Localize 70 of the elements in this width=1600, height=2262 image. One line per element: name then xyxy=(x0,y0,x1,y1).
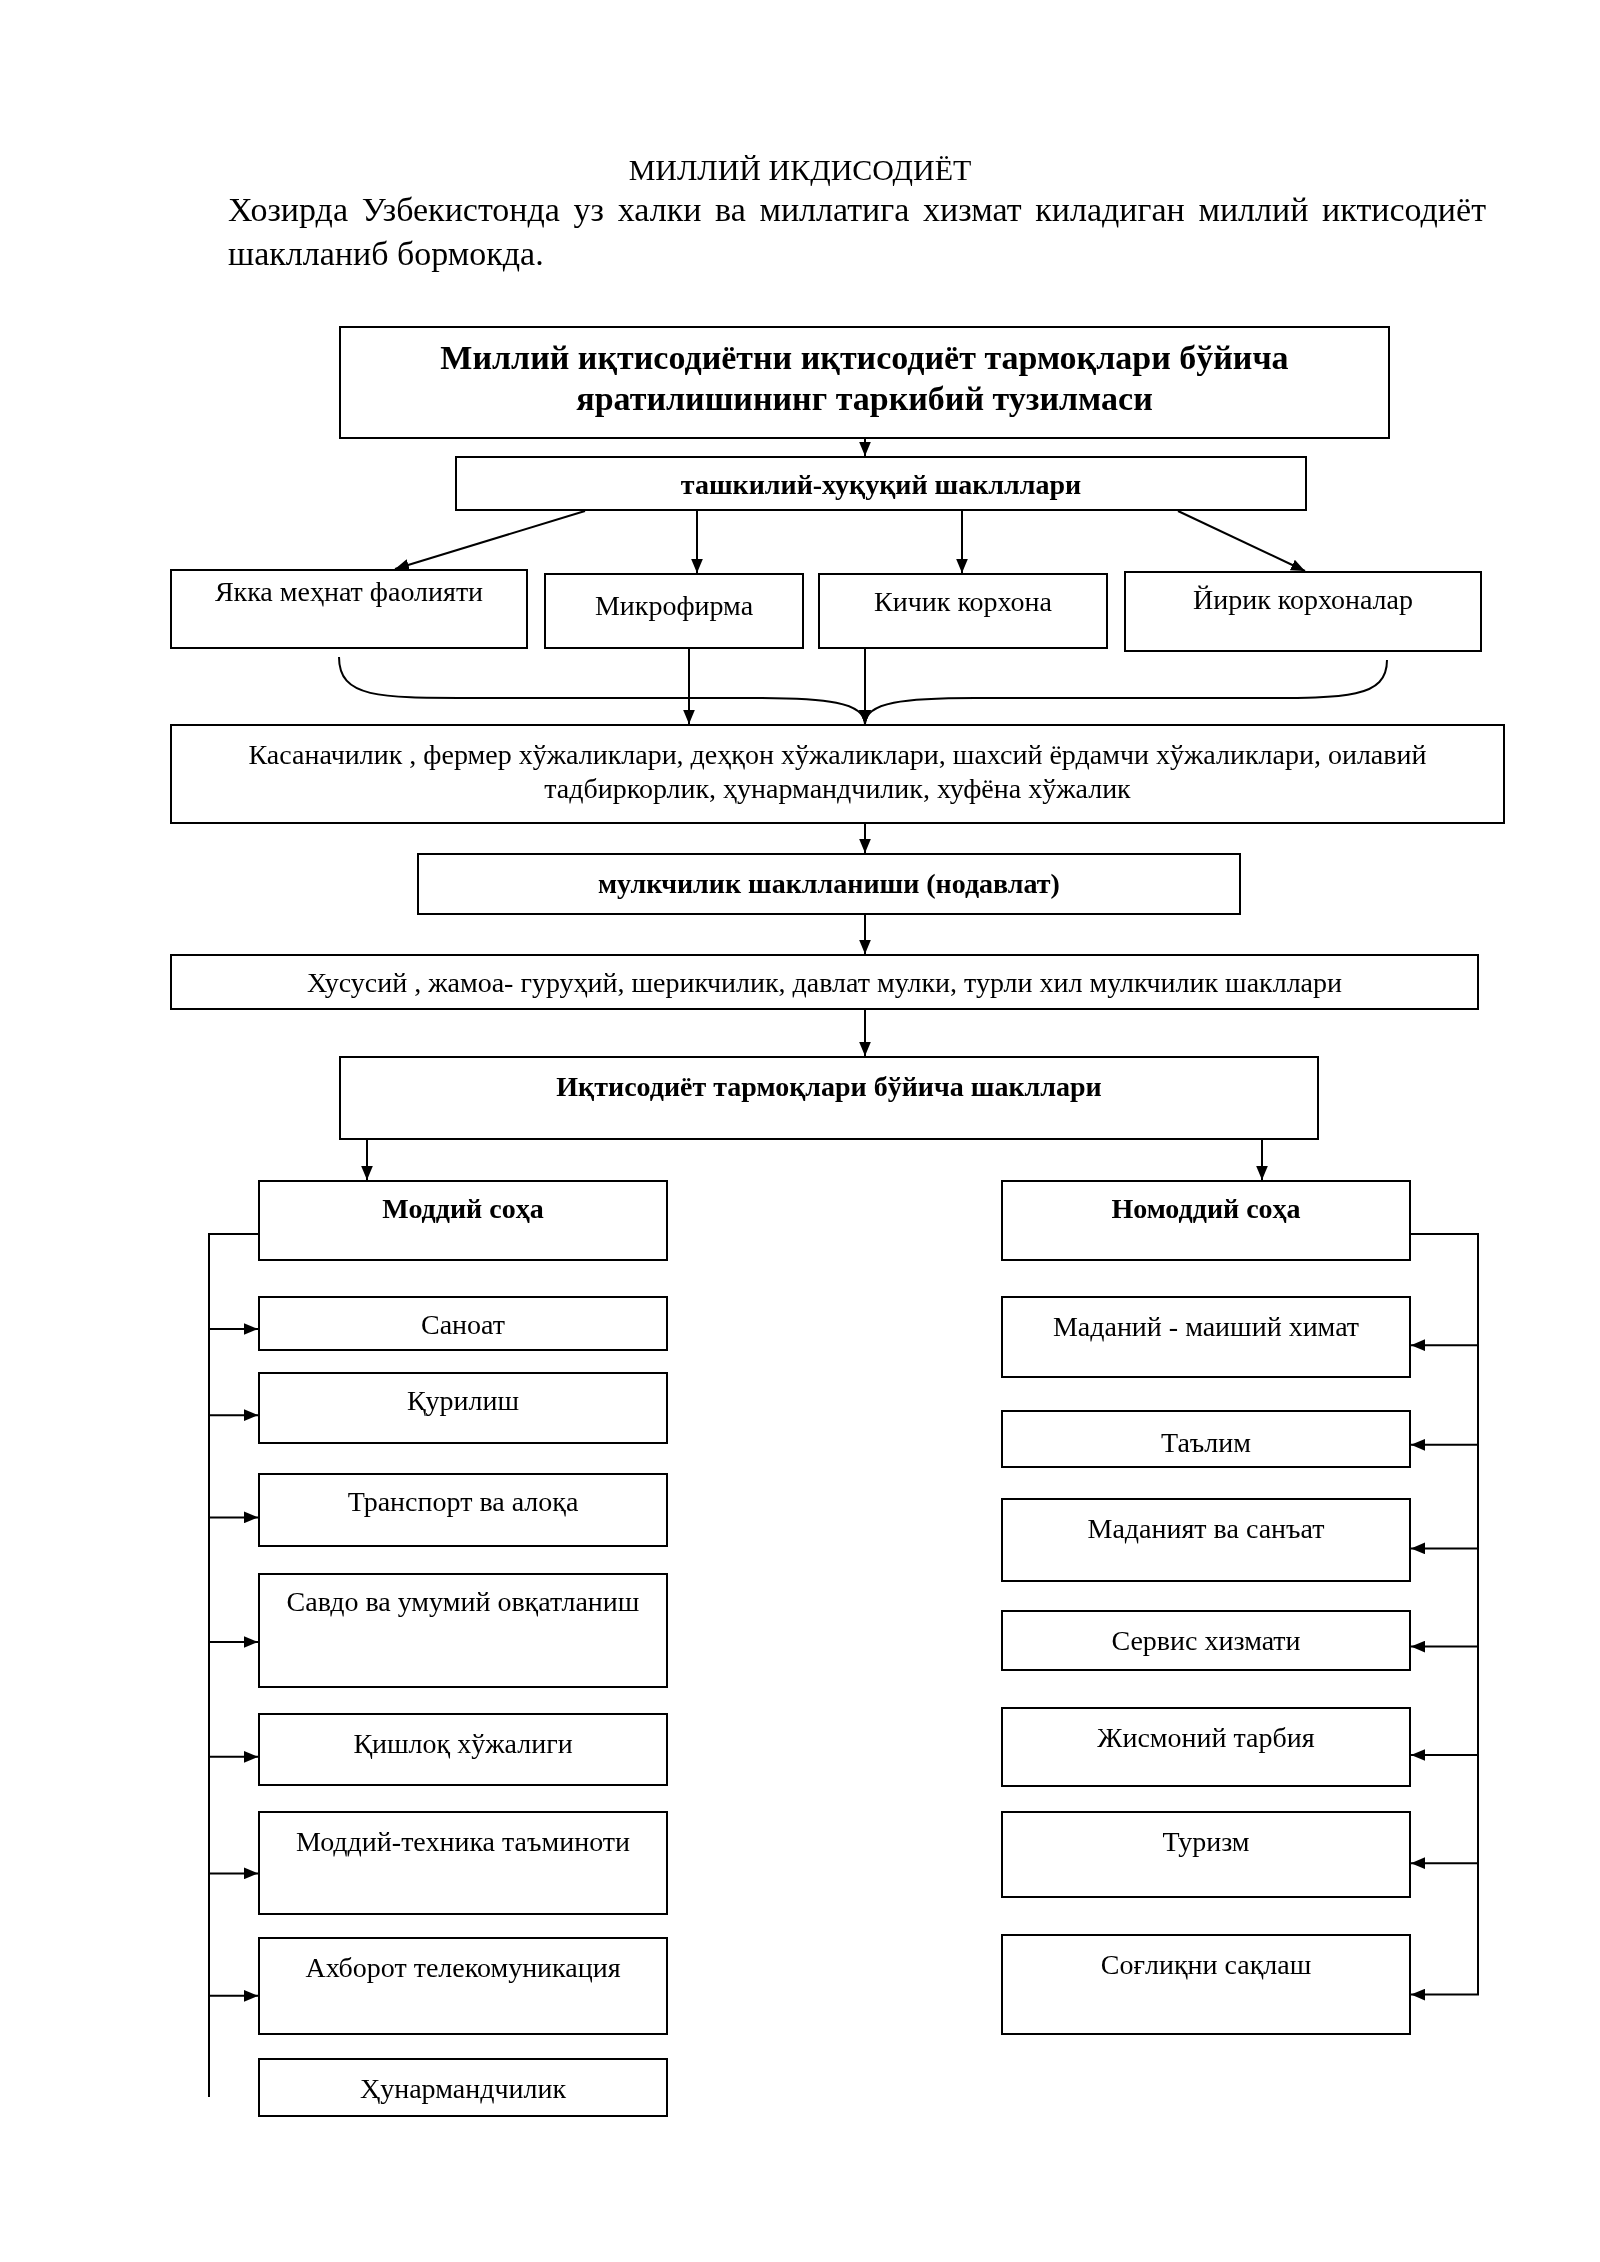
arrow xyxy=(859,914,871,955)
box-label: Моддий-техника таъминоти xyxy=(295,1825,631,1859)
box-label: Йирик корхоналар xyxy=(1193,583,1413,617)
arrow xyxy=(1410,1233,1479,2001)
box-label: ташкилий-хуқуқий шаклллари xyxy=(680,468,1082,502)
process-box xyxy=(1001,1498,1411,1582)
process-box xyxy=(417,853,1241,915)
box-label: Қурилиш xyxy=(406,1384,520,1418)
intro-paragraph: Хозирда Узбекистонда уз халки ва миллатига хизмат киладиган миллий иктисодиёт шаклланиб бормокда. xyxy=(228,190,1486,274)
arrow xyxy=(859,823,871,854)
process-box xyxy=(1001,1934,1411,2035)
arrow xyxy=(683,648,695,725)
box-label: Микрофирма xyxy=(594,589,754,623)
box-label: Таълим xyxy=(1161,1426,1251,1460)
process-box xyxy=(1124,571,1482,652)
box-label: Кичик корхона xyxy=(874,585,1052,619)
process-box xyxy=(544,573,804,649)
process-box xyxy=(339,326,1390,439)
box-label: Туризм xyxy=(1162,1825,1250,1859)
process-box xyxy=(1001,1610,1411,1671)
arrow xyxy=(861,659,1388,725)
box-label: мулкчилик шаклланиши (нодавлат) xyxy=(598,867,1060,901)
process-box xyxy=(258,1372,668,1444)
arrow xyxy=(361,1139,373,1181)
box-label: Жисмоний тарбия xyxy=(1097,1721,1315,1755)
process-box xyxy=(258,1473,668,1547)
process-box xyxy=(258,1713,668,1786)
arrow xyxy=(1177,510,1306,572)
box-label: Соғлиқни сақлаш xyxy=(1100,1948,1312,1982)
box-label: Ҳунармандчилик xyxy=(360,2072,566,2106)
box-label: Саноат xyxy=(421,1308,505,1342)
process-box xyxy=(170,569,528,649)
box-label: Касаначилик , фермер хўжаликлари, деҳқон хўжаликлари, шахсий ёрдамчи хўжаликлари, оилавий тадбиркорлик, ҳунармандчилик, хуфёна хўжалик xyxy=(247,738,1428,806)
process-box xyxy=(258,1180,668,1261)
box-label: Савдо ва умумий овқатланиш xyxy=(286,1585,640,1619)
box-label: Ахборот телекомуникация xyxy=(305,1951,621,1985)
box-label: Транспорт ва алоқа xyxy=(347,1485,579,1519)
arrow xyxy=(859,1009,871,1057)
process-box xyxy=(339,1056,1319,1140)
process-box xyxy=(1001,1707,1411,1787)
box-label: Миллий иқтисодиётни иқтисодиёт тармоқлари бўйича яратилишининг таркибий тузилмаси xyxy=(439,338,1290,419)
arrow xyxy=(859,438,871,457)
box-label: Маданий - маиший химат xyxy=(1052,1310,1360,1344)
box-label: Маданият ва санъат xyxy=(1087,1512,1325,1546)
box-label: Иқтисодиёт тармоқлари бўйича шакллари xyxy=(556,1070,1102,1104)
box-label: Хусусий , жамоа- гуруҳий, шерикчилик, давлат мулки, турли хил мулкчилик шакллари xyxy=(306,966,1343,1000)
process-box xyxy=(1001,1410,1411,1468)
process-box xyxy=(258,1573,668,1688)
box-label: Якка меҳнат фаолияти xyxy=(214,575,484,609)
process-box xyxy=(170,724,1505,824)
process-box xyxy=(258,2058,668,2117)
arrow xyxy=(691,510,703,574)
arrow xyxy=(394,510,586,571)
process-box xyxy=(818,573,1108,649)
arrow xyxy=(208,1233,259,2002)
process-box xyxy=(1001,1296,1411,1378)
arrow xyxy=(1256,1139,1268,1181)
arrow xyxy=(956,510,968,574)
process-box xyxy=(1001,1180,1411,1261)
process-box xyxy=(455,456,1307,511)
box-label: Моддий соҳа xyxy=(382,1192,544,1226)
process-box xyxy=(170,954,1479,1010)
box-label: Қишлоқ хўжалиги xyxy=(353,1727,573,1761)
box-label: Номоддий соҳа xyxy=(1111,1192,1301,1226)
process-box xyxy=(258,1937,668,2035)
process-box xyxy=(1001,1811,1411,1898)
box-label: Сервис хизмати xyxy=(1111,1624,1301,1658)
process-box xyxy=(258,1296,668,1351)
process-box xyxy=(258,1811,668,1915)
page-title: МИЛЛИЙ ИКДИСОДИЁТ xyxy=(627,152,973,188)
